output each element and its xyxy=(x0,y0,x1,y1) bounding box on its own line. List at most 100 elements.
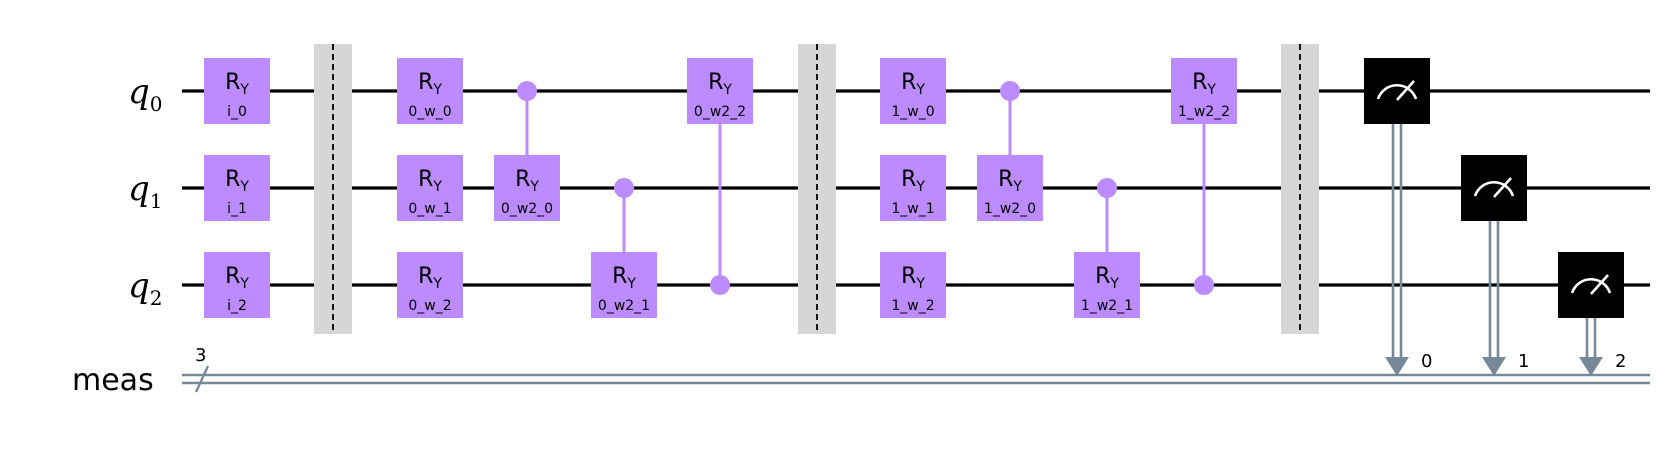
circuit-wires: 3 xyxy=(182,89,1650,393)
gate-box xyxy=(880,252,946,318)
qubit-label: q0 xyxy=(128,72,163,116)
meter-needle-icon xyxy=(1590,274,1609,295)
classical-register-size: 3 xyxy=(195,345,206,366)
ry-gate: RY 1_w2_0 xyxy=(977,155,1043,221)
measurement-1: 1 xyxy=(1461,155,1529,376)
ry-gate: RY 0_w_2 xyxy=(397,252,463,318)
gate-parameter: 0_w_0 xyxy=(408,104,451,120)
gate-name: RY xyxy=(225,264,249,292)
meter-needle-icon xyxy=(1396,80,1415,101)
gate-parameter: i_0 xyxy=(227,104,247,120)
gate-box xyxy=(397,58,463,124)
gate-name: RY xyxy=(901,167,925,195)
ry-gate: RY 0_w2_0 xyxy=(494,155,560,221)
gate-parameter: 1_w_0 xyxy=(891,104,934,120)
qubit-name: q xyxy=(128,72,150,112)
ry-gate: RYi_2 xyxy=(204,252,270,318)
ry-gate: RY 0_w_0 xyxy=(397,58,463,124)
ry-gate: RY 0_w2_1 xyxy=(591,252,657,318)
qubit-index: 0 xyxy=(150,92,163,116)
qubit-name: q xyxy=(128,266,150,306)
gate-parameter: 0_w_1 xyxy=(408,201,451,217)
gate-parameter: 0_w_2 xyxy=(408,298,451,314)
arrow-icon xyxy=(1385,357,1409,376)
gate-name: RY xyxy=(418,264,442,292)
ry-gate: RY 0_w_1 xyxy=(397,155,463,221)
gate-box xyxy=(1171,58,1237,124)
gate-name: RY xyxy=(901,264,925,292)
meter-needle-icon xyxy=(1493,177,1512,198)
gate-name: RY xyxy=(515,167,539,195)
gate-name: RY xyxy=(225,167,249,195)
meter-box xyxy=(1558,252,1624,318)
gate-parameter: 1_w2_0 xyxy=(984,201,1036,217)
gate-box xyxy=(1074,252,1140,318)
ry-gate: RY 1_w_2 xyxy=(880,252,946,318)
arrow-icon xyxy=(1579,357,1603,376)
gate-name: RY xyxy=(1095,264,1119,292)
gate-box xyxy=(204,58,270,124)
gate-box xyxy=(687,58,753,124)
ry-gate: RY 1_w_1 xyxy=(880,155,946,221)
meter-icon xyxy=(1570,277,1612,294)
qubit-label: q2 xyxy=(128,266,163,310)
ry-gate: RY 0_w2_2 xyxy=(687,58,753,124)
gate-parameter: 0_w2_1 xyxy=(598,298,650,314)
gate-parameter: i_1 xyxy=(227,201,247,217)
gate-box xyxy=(397,155,463,221)
control-dot xyxy=(517,81,537,101)
control-dot xyxy=(1000,81,1020,101)
classical-bit-index: 0 xyxy=(1421,351,1432,372)
control-dot xyxy=(1097,178,1117,198)
measurement-0: 0 xyxy=(1364,58,1432,376)
gate-name: RY xyxy=(612,264,636,292)
qubit-index: 1 xyxy=(150,189,163,213)
gate-name: RY xyxy=(708,70,732,98)
meter-icon xyxy=(1376,83,1418,100)
barriers xyxy=(314,44,1319,334)
measurement-2: 2 xyxy=(1558,252,1626,376)
gate-name: RY xyxy=(901,70,925,98)
control-dot xyxy=(614,178,634,198)
gate-name: RY xyxy=(998,167,1022,195)
control-dot xyxy=(710,275,730,295)
gate-box xyxy=(880,155,946,221)
gate-parameter: 1_w_2 xyxy=(891,298,934,314)
classical-register-label: meas xyxy=(72,363,154,398)
gate-parameter: 1_w2_2 xyxy=(1178,104,1230,120)
gate-parameter: 1_w2_1 xyxy=(1081,298,1133,314)
gate-box xyxy=(397,252,463,318)
gate-name: RY xyxy=(1192,70,1216,98)
measurements: 0 1 2 xyxy=(1364,58,1626,376)
meter-box xyxy=(1364,58,1430,124)
ry-gate: RY 1_w2_1 xyxy=(1074,252,1140,318)
qubit-label: q1 xyxy=(128,169,163,213)
meter-icon xyxy=(1473,180,1515,197)
qubit-index: 2 xyxy=(150,286,163,310)
gate-name: RY xyxy=(418,167,442,195)
bus-slash xyxy=(194,365,210,393)
gate-parameter: 1_w_1 xyxy=(891,201,934,217)
gate-box xyxy=(880,58,946,124)
gate-box xyxy=(494,155,560,221)
gate-box xyxy=(204,155,270,221)
gate-parameter: 0_w2_0 xyxy=(501,201,553,217)
ry-gate: RY 1_w2_2 xyxy=(1171,58,1237,124)
gate-name: RY xyxy=(418,70,442,98)
gate-name: RY xyxy=(225,70,249,98)
gate-box xyxy=(204,252,270,318)
ry-gate: RY i_1 xyxy=(204,155,270,221)
classical-bit-index: 2 xyxy=(1615,351,1626,372)
meter-box xyxy=(1461,155,1527,221)
gates: RYi_0RYi_1RYi_2RY0_w_0RY0_w_1RY0_w_2RY0_… xyxy=(204,58,1237,318)
qubit-name: q xyxy=(128,169,150,209)
ry-gate: RY i_0 xyxy=(204,58,270,124)
arrow-icon xyxy=(1482,357,1506,376)
gate-parameter: 0_w2_2 xyxy=(694,104,746,120)
gate-box xyxy=(591,252,657,318)
classical-bit-index: 1 xyxy=(1518,351,1529,372)
control-dot xyxy=(1194,275,1214,295)
gate-box xyxy=(977,155,1043,221)
